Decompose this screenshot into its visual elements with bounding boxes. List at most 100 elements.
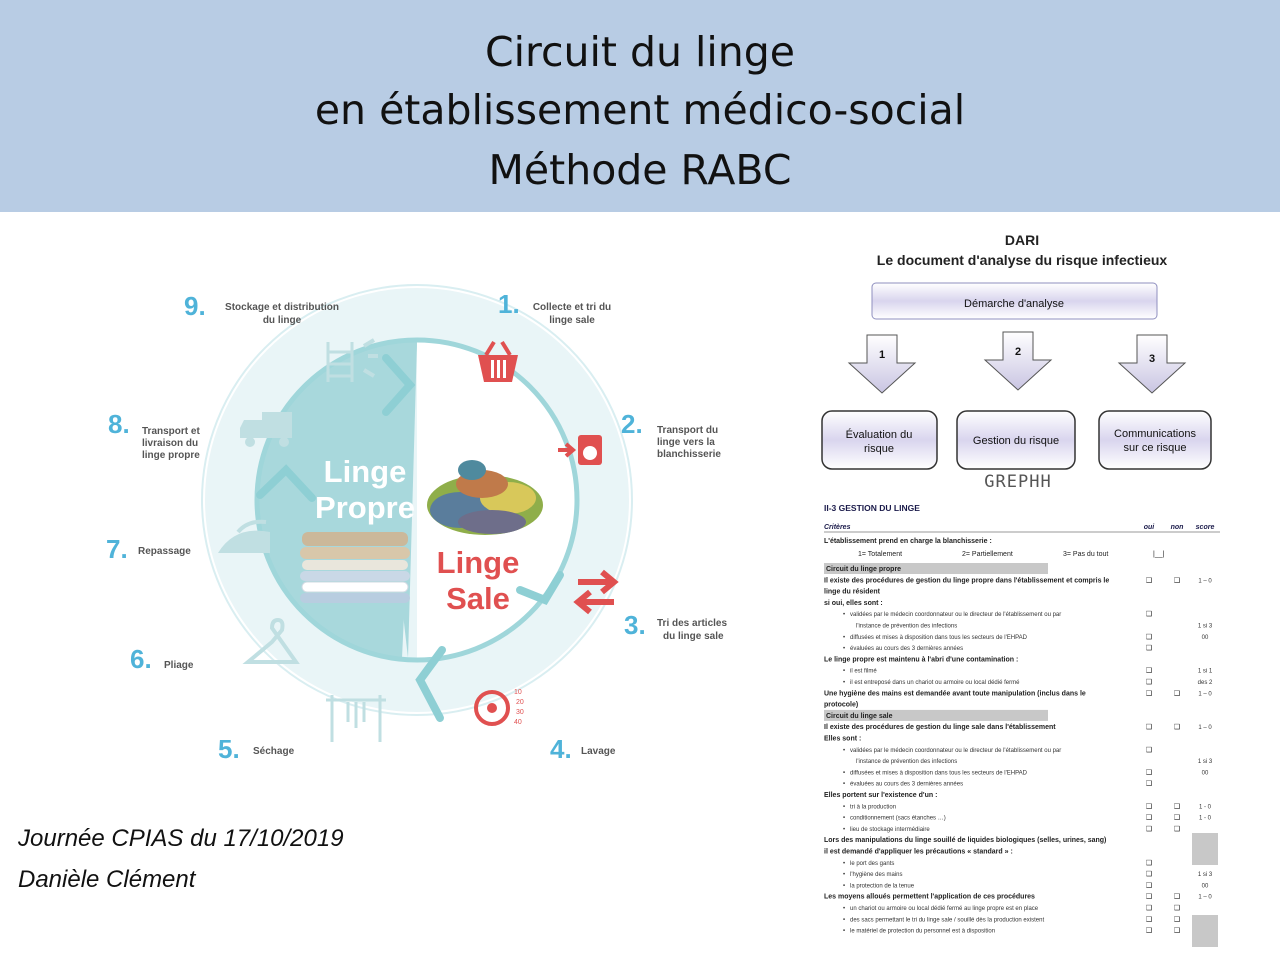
bullet-mark: • bbox=[843, 906, 845, 912]
basket-icon bbox=[478, 340, 518, 382]
score-value: 1 si 1 bbox=[1198, 669, 1213, 675]
arrow-2-label: 2 bbox=[1015, 346, 1021, 358]
yes-checkbox[interactable]: ❑ bbox=[1146, 825, 1152, 833]
yes-checkbox[interactable]: ❑ bbox=[1146, 689, 1152, 697]
step-1-label-line-2: linge sale bbox=[549, 315, 595, 326]
yes-checkbox[interactable]: ❑ bbox=[1146, 576, 1152, 584]
criterion-text: Elles sont : bbox=[824, 736, 861, 743]
yes-checkbox[interactable]: ❑ bbox=[1146, 881, 1152, 889]
dari-title: DARI bbox=[1005, 232, 1039, 248]
dari-document: DARI Le document d'analyse du risque inf… bbox=[821, 232, 1220, 947]
no-checkbox[interactable]: ❑ bbox=[1174, 893, 1180, 901]
title-line-1: Circuit du linge bbox=[484, 28, 796, 76]
score-value: 1 - 0 bbox=[1199, 804, 1212, 810]
no-checkbox[interactable]: ❑ bbox=[1174, 814, 1180, 822]
bullet-mark: • bbox=[843, 782, 845, 788]
event-line: Journée CPIAS du 17/10/2019 bbox=[18, 825, 344, 852]
no-checkbox[interactable]: ❑ bbox=[1174, 927, 1180, 935]
criterion-text: l'hygiène des mains bbox=[850, 872, 903, 878]
box-evaluation-line-1: Évaluation du bbox=[846, 428, 913, 441]
iron-icon bbox=[218, 519, 270, 553]
clean-linen-stack bbox=[300, 532, 410, 603]
bullet-mark: • bbox=[843, 748, 845, 754]
no-checkbox[interactable]: ❑ bbox=[1174, 689, 1180, 697]
yes-checkbox[interactable]: ❑ bbox=[1146, 859, 1152, 867]
svg-text:30: 30 bbox=[516, 709, 524, 716]
cycle-track bbox=[254, 337, 580, 663]
criterion-text: l'instance de prévention des infections bbox=[856, 759, 957, 765]
yes-checkbox[interactable]: ❑ bbox=[1146, 667, 1152, 675]
score-value: 1 si 3 bbox=[1198, 624, 1213, 630]
step-2-label-line-3: blanchisserie bbox=[657, 449, 721, 460]
criterion-text: évaluées au cours des 3 dernières années bbox=[850, 782, 963, 788]
yes-checkbox[interactable]: ❑ bbox=[1146, 927, 1152, 935]
drying-rack-icon bbox=[326, 695, 386, 742]
svg-text:40: 40 bbox=[514, 719, 522, 726]
step-1-label-line-1: Collecte et tri du bbox=[533, 302, 611, 313]
cycle-arrow-top bbox=[382, 354, 416, 416]
yes-checkbox[interactable]: ❑ bbox=[1146, 893, 1152, 901]
col-criteria: Critères bbox=[824, 524, 851, 531]
score-value: 1 si 3 bbox=[1198, 872, 1213, 878]
step-2-label-line-2: linge vers la bbox=[657, 437, 715, 448]
criterion-text: évaluées au cours des 3 dernières années bbox=[850, 646, 963, 652]
step-9-label-line-1: Stockage et distribution bbox=[225, 302, 339, 313]
box-evaluation-line-2: risque bbox=[864, 443, 894, 455]
yes-checkbox[interactable]: ❑ bbox=[1146, 780, 1152, 788]
step-3-label-line-1: Tri des articles bbox=[657, 618, 727, 629]
cycle-arrow-left bbox=[256, 464, 316, 502]
yes-checkbox[interactable]: ❑ bbox=[1146, 904, 1152, 912]
step-9-number: 9. bbox=[184, 291, 206, 321]
bullet-mark: • bbox=[843, 917, 845, 923]
col-no: non bbox=[1171, 524, 1184, 531]
bullet-mark: • bbox=[843, 883, 845, 889]
yes-checkbox[interactable]: ❑ bbox=[1146, 870, 1152, 878]
yes-checkbox[interactable]: ❑ bbox=[1146, 723, 1152, 731]
step-5-label-line-1: Séchage bbox=[253, 746, 295, 757]
dirty-label-1: Linge bbox=[437, 545, 520, 580]
criterion-text: le matériel de protection du personnel e… bbox=[850, 929, 995, 935]
box-communication bbox=[1098, 410, 1212, 470]
yes-checkbox[interactable]: ❑ bbox=[1146, 814, 1152, 822]
criterion-text: Le linge propre est maintenu à l'abri d'… bbox=[824, 656, 1018, 663]
step-9-label-line-2: du linge bbox=[263, 315, 302, 326]
yes-checkbox[interactable]: ❑ bbox=[1146, 802, 1152, 810]
step-1-number: 1. bbox=[498, 289, 520, 319]
bullet-mark: • bbox=[843, 816, 845, 822]
no-checkbox[interactable]: ❑ bbox=[1174, 825, 1180, 833]
arrow-1 bbox=[847, 334, 917, 394]
approach-label: Démarche d'analyse bbox=[964, 298, 1064, 310]
yes-checkbox[interactable]: ❑ bbox=[1146, 678, 1152, 686]
step-8-number: 8. bbox=[108, 409, 130, 439]
approach-box bbox=[871, 282, 1158, 320]
yes-checkbox[interactable]: ❑ bbox=[1146, 768, 1152, 776]
criterion-text: Les moyens alloués permettent l'applicat… bbox=[824, 894, 1035, 901]
no-checkbox[interactable]: ❑ bbox=[1174, 915, 1180, 923]
yes-checkbox[interactable]: ❑ bbox=[1146, 644, 1152, 652]
criterion-text: il est filmé bbox=[850, 669, 877, 675]
criterion-text: protocole) bbox=[824, 702, 858, 709]
no-checkbox[interactable]: ❑ bbox=[1174, 802, 1180, 810]
score-value: 00 bbox=[1202, 770, 1209, 776]
dirty-laundry-pile bbox=[427, 460, 543, 535]
criterion-text: Il existe des procédures de gestion du l… bbox=[824, 724, 1056, 731]
no-checkbox[interactable]: ❑ bbox=[1174, 904, 1180, 912]
criterion-text: lieu de stockage intermédiaire bbox=[850, 827, 930, 833]
col-score: score bbox=[1196, 524, 1215, 531]
yes-checkbox[interactable]: ❑ bbox=[1146, 746, 1152, 754]
option-1: 1= Totalement bbox=[858, 551, 902, 558]
bullet-mark: • bbox=[843, 770, 845, 776]
title-banner: Circuit du linge en établissement médico… bbox=[0, 0, 1280, 212]
yes-checkbox[interactable]: ❑ bbox=[1146, 915, 1152, 923]
no-checkbox[interactable]: ❑ bbox=[1174, 576, 1180, 584]
criterion-text: Lors des manipulations du linge souillé … bbox=[824, 837, 1106, 844]
yes-checkbox[interactable]: ❑ bbox=[1146, 610, 1152, 618]
bullet-mark: • bbox=[843, 680, 845, 686]
yes-checkbox[interactable]: ❑ bbox=[1146, 633, 1152, 641]
option-2: 2= Partiellement bbox=[962, 551, 1013, 558]
step-4-number: 4. bbox=[550, 734, 572, 764]
svg-text:20: 20 bbox=[516, 699, 524, 706]
criterion-text: si oui, elles sont : bbox=[824, 600, 883, 607]
no-checkbox[interactable]: ❑ bbox=[1174, 723, 1180, 731]
step-8-label-line-3: linge propre bbox=[142, 450, 200, 461]
